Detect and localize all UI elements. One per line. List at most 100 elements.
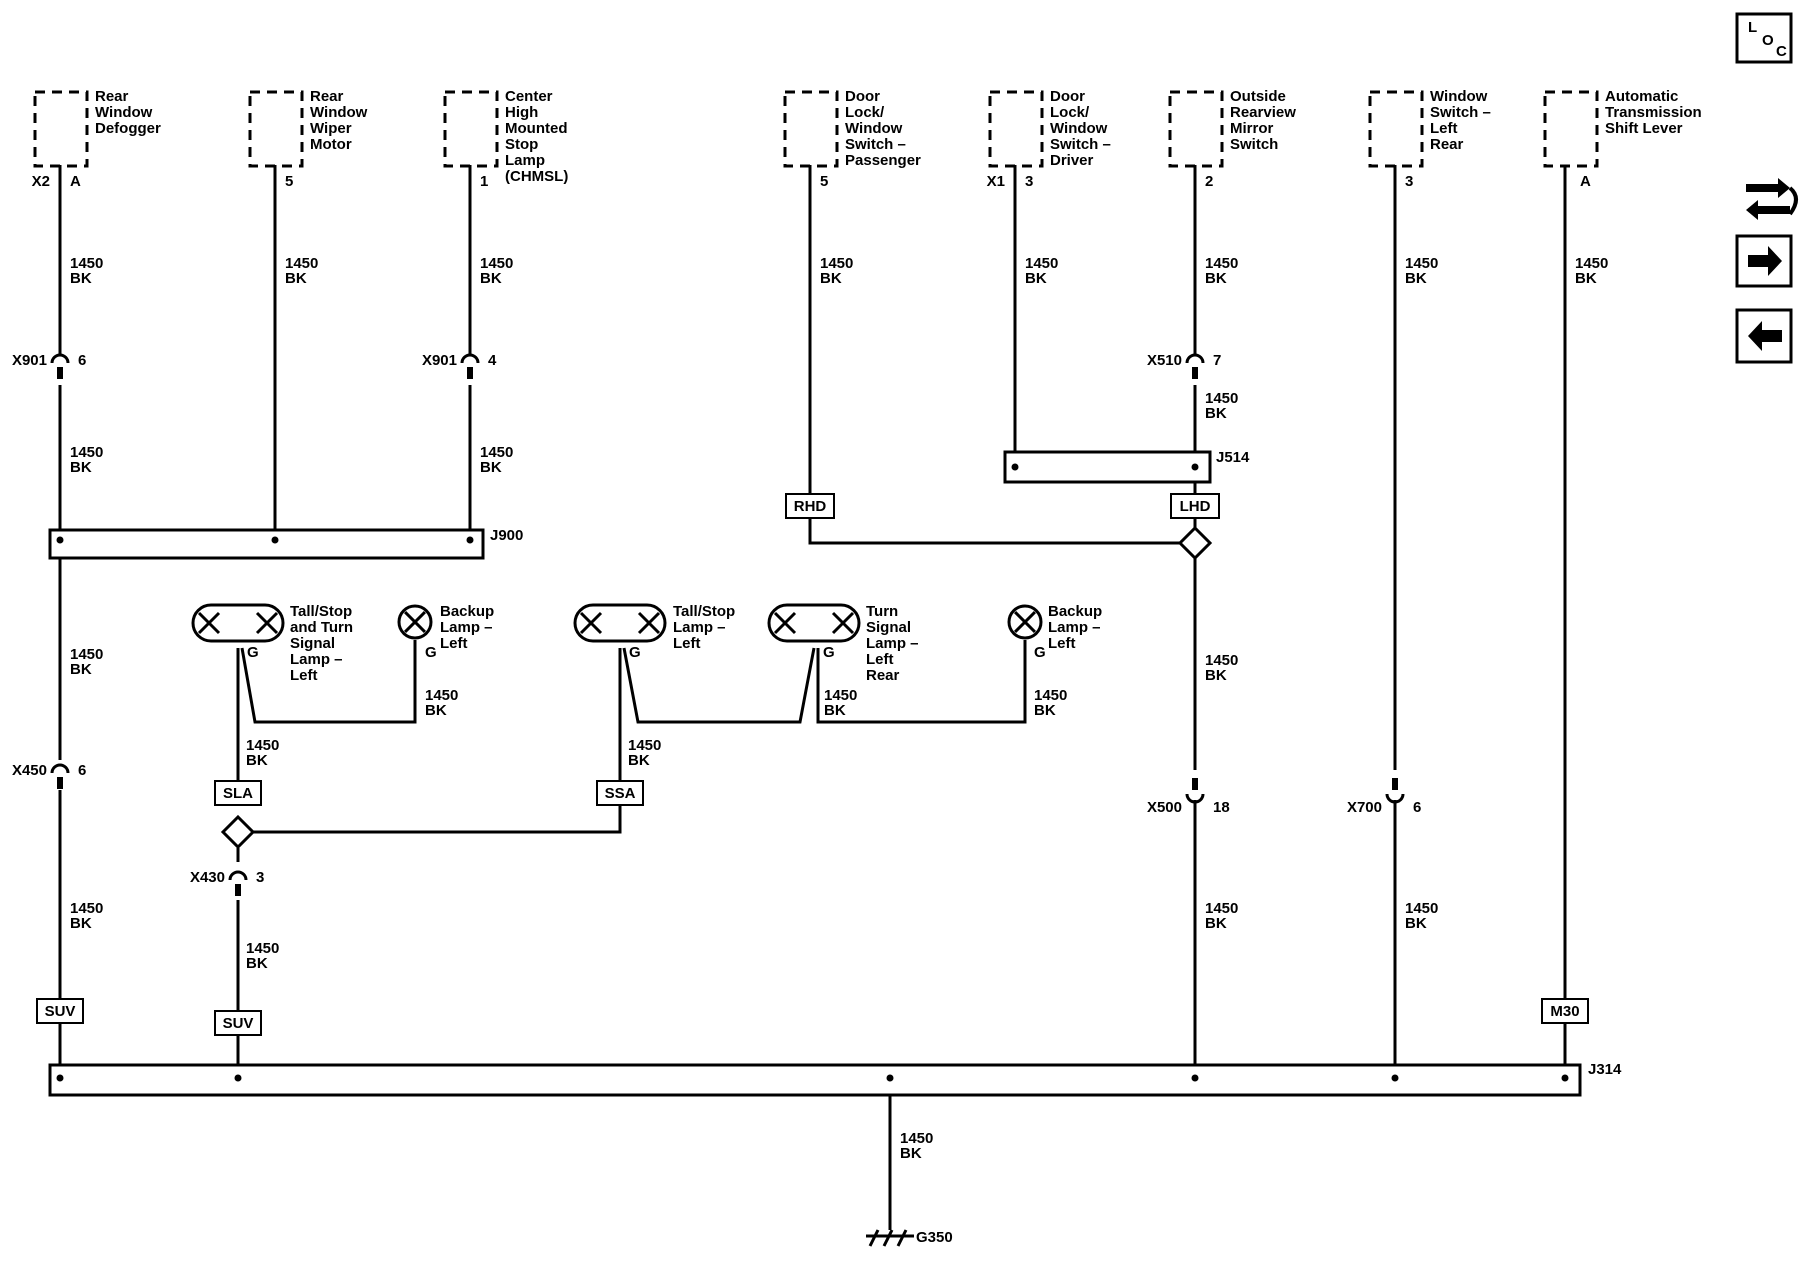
component-door-lock-window-switch-passenger-label-line-3: Switch –	[845, 136, 906, 153]
wire-label-11-color: BK	[70, 661, 92, 678]
wire-label-10-color: BK	[1205, 405, 1227, 422]
connector-x700-male	[1392, 778, 1398, 790]
connector-x450-male	[57, 777, 63, 789]
component-chmsl-label-line-3: Stop	[505, 136, 538, 153]
lamp-backup-lamp-left-2-label-line-1: Lamp –	[1048, 619, 1101, 636]
wire-label-2-color: BK	[480, 270, 502, 287]
splice-j314-label: J314	[1588, 1061, 1622, 1078]
component-rear-window-wiper-motor-box	[248, 90, 304, 168]
connector-x700-name: X700	[1347, 799, 1382, 816]
component-chmsl-label-line-1: High	[505, 104, 538, 121]
wire-label-20-color: BK	[1205, 915, 1227, 932]
wire-label-17-color: BK	[1205, 667, 1227, 684]
tag-rhd-label: RHD	[794, 498, 827, 515]
lamp-tail-stop-turn-left-label-line-1: and Turn	[290, 619, 353, 636]
component-rear-window-defogger-label-line-2: Defogger	[95, 120, 161, 137]
component-window-switch-left-rear-label-line-0: Window	[1430, 88, 1488, 105]
tag-suv-2-box	[214, 1010, 262, 1036]
wire-label-12-size: 1450	[425, 687, 458, 704]
splice-dot-10	[1561, 1074, 1569, 1082]
wire-label-3-size: 1450	[820, 255, 853, 272]
wire-label-6-size: 1450	[1405, 255, 1438, 272]
loc-icon-l: L	[1748, 19, 1757, 36]
component-door-lock-window-switch-driver-label-line-3: Switch –	[1050, 136, 1111, 153]
wire-label-13-color: BK	[246, 752, 268, 769]
tag-m30-label: M30	[1550, 1003, 1579, 1020]
component-door-lock-window-switch-passenger-label-line-2: Window	[845, 120, 903, 137]
component-rear-window-wiper-motor-label-line-1: Window	[310, 104, 368, 121]
splice-dot-5	[56, 1074, 64, 1082]
wire-ssa-to-diamond	[253, 804, 622, 834]
lamp-turn-signal-lamp-left-rear-label-line-2: Lamp –	[866, 635, 919, 652]
component-chmsl-label-line-5: (CHMSL)	[505, 168, 568, 185]
wire-label-1-color: BK	[285, 270, 307, 287]
wire-label-22-size: 1450	[900, 1130, 933, 1147]
ground-g350-label: G350	[916, 1229, 953, 1246]
component-automatic-transmission-shift-lever-label-line-2: Shift Lever	[1605, 120, 1683, 137]
splice-j514	[1003, 450, 1212, 484]
connector-x901-a-pin: 6	[78, 352, 86, 369]
wire-label-12-color: BK	[425, 702, 447, 719]
lamp-tail-stop-lamp-left-pin: G	[629, 644, 641, 661]
lamp-turn-signal-lamp-left-rear-label-line-4: Rear	[866, 667, 900, 684]
lamp-backup-lamp-left-2-label-line-2: Left	[1048, 635, 1076, 652]
connector-x700-pin: 6	[1413, 799, 1421, 816]
splice-dot-0	[271, 536, 279, 544]
component-automatic-transmission-shift-lever-label-line-0: Automatic	[1605, 88, 1678, 105]
wire-label-19-size: 1450	[246, 940, 279, 957]
diamond-sla-ssa	[220, 814, 256, 850]
ground-g350-hatch-0	[868, 1229, 880, 1247]
tag-ssa-label: SSA	[605, 785, 636, 802]
wire-label-4-color: BK	[1025, 270, 1047, 287]
lamp-tail-stop-left-xa2	[579, 611, 603, 635]
lamp-tail-stop-left-xb2	[637, 611, 661, 635]
wire-label-17-size: 1450	[1205, 652, 1238, 669]
splice-j900-label: J900	[490, 527, 523, 544]
component-door-lock-window-switch-passenger-label-line-0: Door	[845, 88, 880, 105]
component-rear-window-defogger-label-line-1: Window	[95, 104, 153, 121]
connector-x430-male	[235, 884, 241, 896]
wire-label-11-size: 1450	[70, 646, 103, 663]
swap-arrow-right	[1746, 178, 1790, 198]
splice-dot-3	[1191, 463, 1199, 471]
arrow-left-icon	[1748, 321, 1782, 351]
wire-label-3-color: BK	[820, 270, 842, 287]
wire-label-13-size: 1450	[246, 737, 279, 754]
wire-label-18-color: BK	[70, 915, 92, 932]
lamp-backup-lamp-left-1-label-line-2: Left	[440, 635, 468, 652]
component-door-lock-window-switch-driver-label-line-2: Window	[1050, 120, 1108, 137]
component-chmsl-label-line-0: Center	[505, 88, 553, 105]
wire-label-8-color: BK	[70, 459, 92, 476]
tag-m30-box	[1541, 998, 1589, 1024]
lamp-tail-stop-turn-left-label-line-0: Tall/Stop	[290, 603, 352, 620]
component-automatic-transmission-shift-lever-label-line-1: Transmission	[1605, 104, 1702, 121]
wire-label-0-color: BK	[70, 270, 92, 287]
component-outside-rearview-mirror-switch-label-line-2: Mirror	[1230, 120, 1274, 137]
wire-label-7-color: BK	[1575, 270, 1597, 287]
splice-j900	[48, 528, 485, 560]
component-door-lock-window-switch-passenger-label-line-1: Lock/	[845, 104, 885, 121]
tag-sla-label: SLA	[223, 785, 253, 802]
tag-rhd-box	[785, 493, 835, 519]
lamp-backup-lamp-left-1-label-line-0: Backup	[440, 603, 494, 620]
wire-label-2-size: 1450	[480, 255, 513, 272]
lamp-tail-stop-turn-left-label-line-3: Lamp –	[290, 651, 343, 668]
wire-label-0-size: 1450	[70, 255, 103, 272]
component-rear-window-wiper-motor-pin: 5	[285, 173, 293, 190]
lamp-tail-stop-turn-left-xa2	[197, 611, 221, 635]
component-door-lock-window-switch-passenger-pin: 5	[820, 173, 828, 190]
component-outside-rearview-mirror-switch-box	[1168, 90, 1224, 168]
component-door-lock-window-switch-driver-label-line-4: Driver	[1050, 152, 1094, 169]
component-rear-window-defogger-pin: A	[70, 173, 81, 190]
lamp-tail-stop-lamp-left-label-line-0: Tall/Stop	[673, 603, 735, 620]
tag-sla-box	[214, 780, 262, 806]
connector-x450-pin: 6	[78, 762, 86, 779]
swap-arrows-icon[interactable]	[1746, 178, 1798, 220]
connector-x901-b-pin: 4	[488, 352, 497, 369]
lamp-backup-lamp-left-2-pin: G	[1034, 644, 1046, 661]
connector-x430-female	[228, 870, 248, 881]
wire-label-1-size: 1450	[285, 255, 318, 272]
component-rear-window-defogger-label-line-0: Rear	[95, 88, 129, 105]
loc-button[interactable]	[1735, 12, 1793, 64]
wire-label-14-color: BK	[628, 752, 650, 769]
